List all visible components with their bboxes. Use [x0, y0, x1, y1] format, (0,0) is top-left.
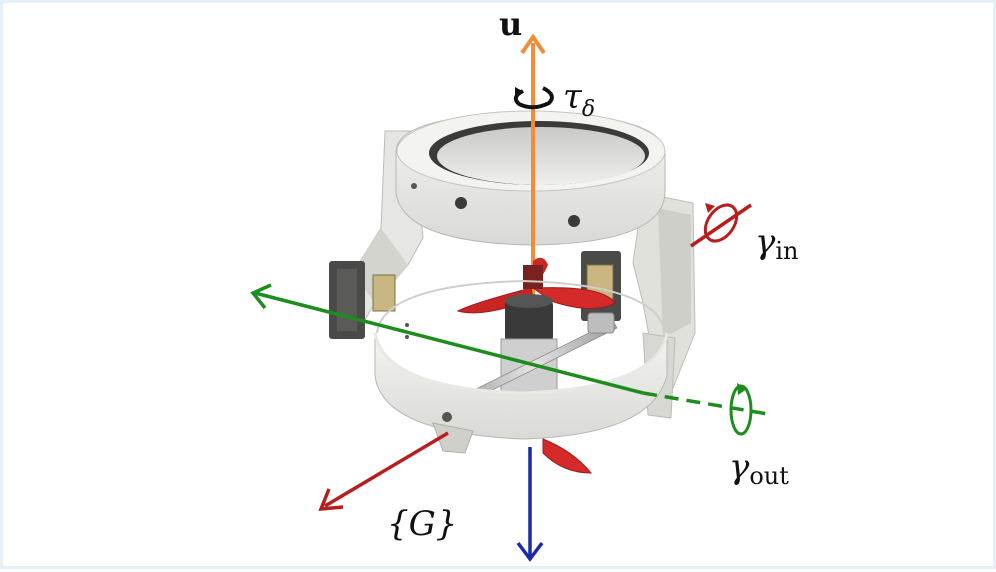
thrust-label: u — [499, 5, 522, 43]
gimbal-diagram: u τδ γin γout {G} — [250, 5, 798, 562]
thrust-arrow-head — [520, 33, 546, 55]
outer-rotation-icon — [729, 383, 753, 436]
inner-ring — [373, 323, 669, 454]
frame-label: {G} — [387, 504, 457, 544]
z-axis — [516, 447, 544, 562]
upper-propeller — [456, 257, 616, 314]
torque-label: τδ — [563, 77, 595, 122]
outer-angle-label: γout — [729, 447, 789, 490]
x-axis — [318, 431, 449, 512]
y-axis — [250, 283, 769, 416]
inner-angle-label: γin — [755, 222, 798, 265]
torque-rotation-icon — [513, 86, 554, 110]
inner-rotation-icon — [690, 203, 752, 248]
